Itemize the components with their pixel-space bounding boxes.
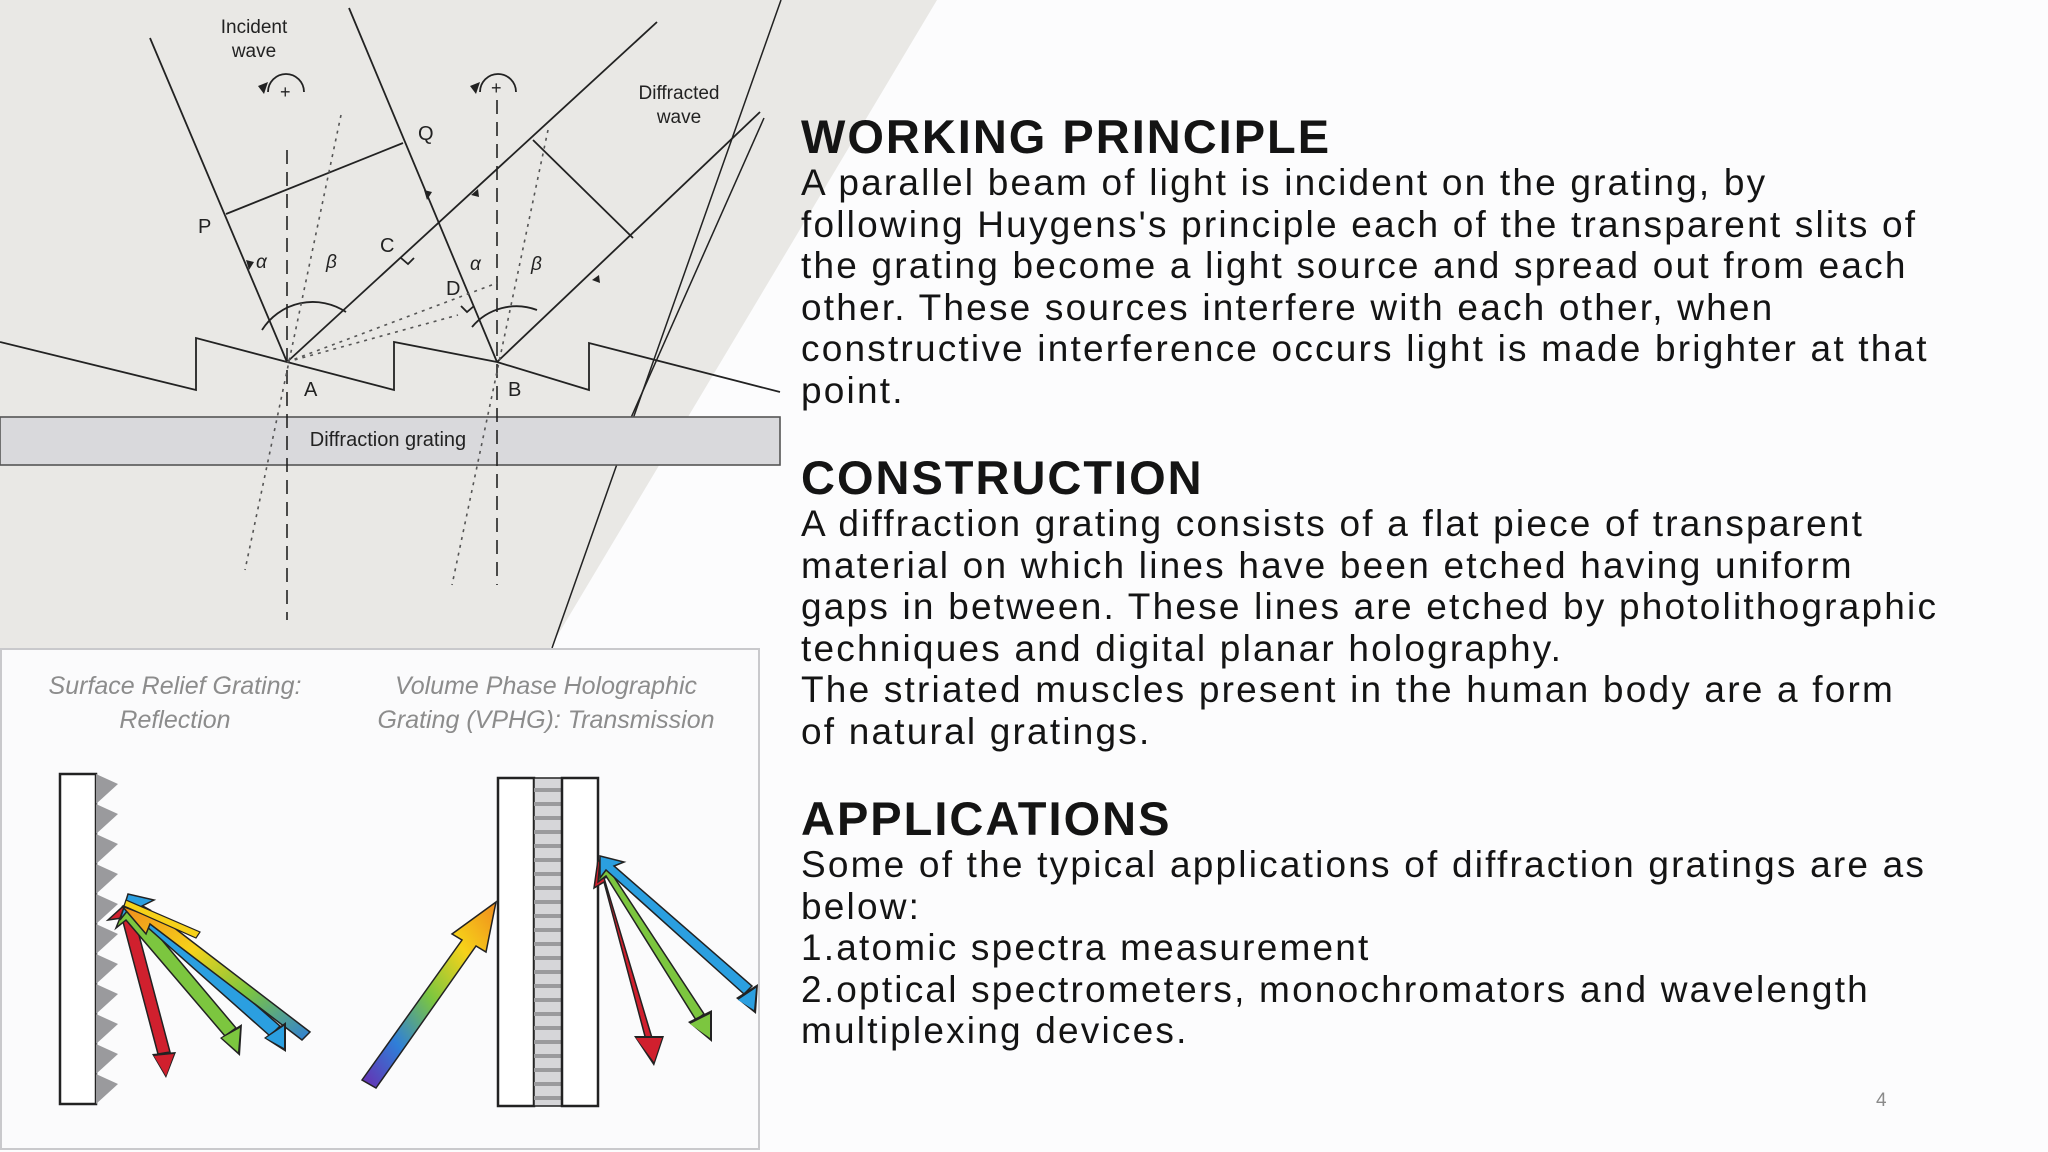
incident-label-line2: wave xyxy=(231,41,276,62)
section-text-line: below: xyxy=(801,885,922,927)
alpha-label-a: α xyxy=(256,252,268,273)
grating-types-figure: Surface Relief Grating: Reflection Volum… xyxy=(0,648,760,1150)
section-text-line: techniques and digital planar holography… xyxy=(801,627,1564,669)
transmission-title-line2: Grating (VPHG): Transmission xyxy=(377,706,714,734)
beta-label-a: β xyxy=(325,252,337,273)
beta-label-b: β xyxy=(530,254,542,275)
section-text-line: gaps in between. These lines are etched … xyxy=(801,586,1939,627)
diffracted-label-line1: Diffracted xyxy=(639,83,720,104)
section-title: WORKING PRINCIPLE xyxy=(801,110,1332,163)
incident-label-line1: Incident xyxy=(221,17,288,38)
section-text-line: constructive interference occurs light i… xyxy=(801,328,1929,369)
diffracted-label-line2: wave xyxy=(656,107,701,128)
grating-label: Diffraction grating xyxy=(310,429,466,451)
section-text-line: A diffraction grating consists of a flat… xyxy=(801,503,1865,544)
section-gap xyxy=(801,411,2031,453)
plus-label-b: + xyxy=(491,78,502,98)
point-b-label: B xyxy=(508,379,521,401)
section-text-line: material on which lines have been etched… xyxy=(801,544,1854,586)
section-text-line: point. xyxy=(801,369,905,411)
section-text-line: A parallel beam of light is incident on … xyxy=(801,162,1768,203)
section-title: APPLICATIONS xyxy=(801,792,1172,845)
point-d-label: D xyxy=(446,278,460,300)
section-text-line: 1.atomic spectra measurement xyxy=(801,927,1371,968)
section-title: CONSTRUCTION xyxy=(801,451,1204,504)
page-number: 4 xyxy=(1876,1090,1887,1111)
reflection-title-line1: Surface Relief Grating: xyxy=(49,672,302,700)
point-a-label: A xyxy=(304,379,318,401)
reflection-title-line2: Reflection xyxy=(119,706,230,734)
section-text-line: The striated muscles present in the huma… xyxy=(801,669,1896,710)
section-text-line: of natural gratings. xyxy=(801,710,1152,752)
section-text-line: multiplexing devices. xyxy=(801,1010,1189,1051)
transmission-title-line1: Volume Phase Holographic xyxy=(395,672,698,700)
alpha-label-b: α xyxy=(470,254,482,275)
point-p-label: P xyxy=(198,216,211,238)
section-text-line: the grating become a light source and sp… xyxy=(801,245,1908,286)
diffraction-geometry-figure: Incident wave Diffracted wave P Q C D A … xyxy=(0,0,782,649)
section-text-line: Some of the typical applications of diff… xyxy=(801,844,1927,885)
plus-label-a: + xyxy=(280,82,291,102)
point-q-label: Q xyxy=(418,123,434,145)
point-c-label: C xyxy=(380,235,394,257)
section-text-line: other. These sources interfere with each… xyxy=(801,286,1775,328)
section-text-line: following Huygens's principle each of th… xyxy=(801,203,1918,245)
section-gap xyxy=(801,752,2031,794)
section-text-line: 2.optical spectrometers, monochromators … xyxy=(801,968,1870,1010)
